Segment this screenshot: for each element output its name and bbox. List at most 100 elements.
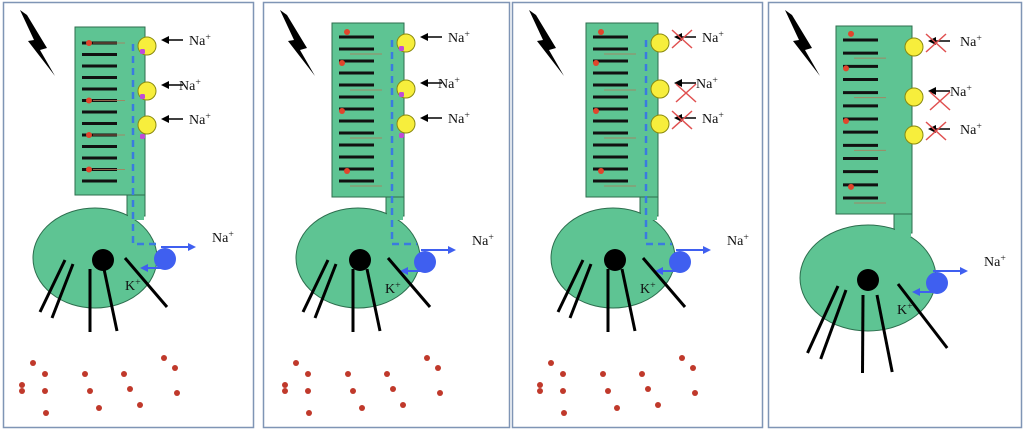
arrow-head-icon [161,115,169,123]
synaptic-terminal [313,263,338,319]
cgmp-ligand-icon [399,133,404,138]
neurotransmitter-dot [639,371,645,377]
lightning-bolt-icon [20,10,55,76]
photopigment-dot [598,168,604,174]
synaptic-terminal [896,283,949,349]
sodium-label: Na+ [702,29,724,47]
stalk-join [895,227,911,237]
arrow-head-icon [161,81,169,89]
potassium-label: K+ [897,301,913,319]
stalk-join [128,210,144,220]
pump-icon [414,251,436,273]
panel-1: Na+Na+Na+Na+K+ [2,1,255,429]
neurotransmitter-dot [692,390,698,396]
photopigment-dot [86,166,92,173]
neurotransmitter-dot [305,388,311,394]
potassium-label: K+ [385,280,401,298]
cgmp-ligand-icon [399,92,404,97]
neurotransmitter-dot [30,360,36,366]
blocked-x-icon [929,91,951,111]
neurotransmitter-dot [600,371,606,377]
synaptic-terminal [861,294,865,374]
lightning-bolt-icon [280,10,315,76]
sodium-label: Na+ [448,29,470,47]
neurotransmitter-dot [43,410,49,416]
synaptic-terminal [38,259,67,313]
photopigment-dot [86,132,92,138]
channel-icon [904,125,924,145]
neurotransmitter-dot [19,388,25,394]
sodium-potassium-pump: Na+ K+ [897,253,1006,319]
pump-sodium-label: Na+ [472,232,494,250]
photopigment-dot [86,97,92,104]
channel-icon [904,87,924,107]
neurotransmitter-dot [614,405,620,411]
synaptic-terminal [123,257,169,308]
blocked-x-icon [671,29,693,49]
photopigment-dot [598,29,604,35]
arrow-head-icon [420,79,428,87]
panel-2: Na+Na+Na+Na+K+ [262,1,511,429]
neurotransmitter-dot [96,405,102,411]
neurotransmitter-dot [605,388,611,394]
synaptic-terminal [875,294,894,373]
sodium-label: Na+ [179,77,201,95]
panel-4: Na+Na+Na+Na+K+ [767,1,1023,429]
synaptic-terminal [641,257,687,308]
sodium-label: Na+ [950,83,972,101]
neurotransmitter-dot [560,388,566,394]
synaptic-terminal [620,268,637,332]
neurotransmitter-dot [537,388,543,394]
neurotransmitter-dot [560,371,566,377]
pump-icon [669,251,691,273]
channel-icon [650,79,670,99]
channel-icon [904,37,924,57]
neurotransmitter-dot [350,388,356,394]
arrow-head-icon [400,267,408,275]
blocked-x-icon [925,121,947,141]
potassium-label: K+ [125,277,141,295]
photopigment-dot [344,29,350,35]
pump-sodium-label: Na+ [984,253,1006,271]
sodium-potassium-pump: Na+K+ [640,232,749,298]
neurotransmitter-dot [42,388,48,394]
arrow-head-icon [655,267,663,275]
cgmp-ligand-icon [399,46,404,51]
photopigment-dot [843,65,849,72]
neurotransmitter-dot [424,355,430,361]
pump-sodium-label: Na+ [727,232,749,250]
nucleus [349,249,371,271]
sodium-channel-2: Na+ [650,75,718,103]
neurotransmitter-dot [400,402,406,408]
sodium-channel-2: Na+ [137,77,201,101]
photopigment-dot [593,60,599,66]
lightning-bolt-icon [785,10,820,76]
sodium-label: Na+ [438,75,460,93]
cgmp-ligand-icon [140,49,145,54]
neurotransmitter-dot [679,355,685,361]
neurotransmitter-dot [435,365,441,371]
photopigment-dot [843,118,849,124]
panel-3: Na+Na+Na+Na+K+ [511,1,764,429]
neurotransmitter-dot [87,388,93,394]
channel-icon [396,114,416,134]
sodium-channel-2: Na+ [396,75,460,99]
sodium-channel-1: Na+ [650,29,724,53]
neurotransmitter-dot [293,360,299,366]
neurotransmitter-dot [390,386,396,392]
neurotransmitter-dot [548,360,554,366]
neurotransmitter-dot [161,355,167,361]
synaptic-terminal [556,259,585,313]
synaptic-terminal [301,259,330,313]
neurotransmitter-dot [437,390,443,396]
neurotransmitter-dot [384,371,390,377]
dark-current-path [390,40,417,246]
neurotransmitter-dot [306,410,312,416]
neurotransmitter-dot [127,386,133,392]
nucleus [604,249,626,271]
photopigment-dot [848,30,854,37]
sodium-label: Na+ [960,33,982,51]
photopigment-dot [339,108,345,114]
synaptic-terminal [365,268,382,332]
synaptic-terminal [386,257,432,308]
